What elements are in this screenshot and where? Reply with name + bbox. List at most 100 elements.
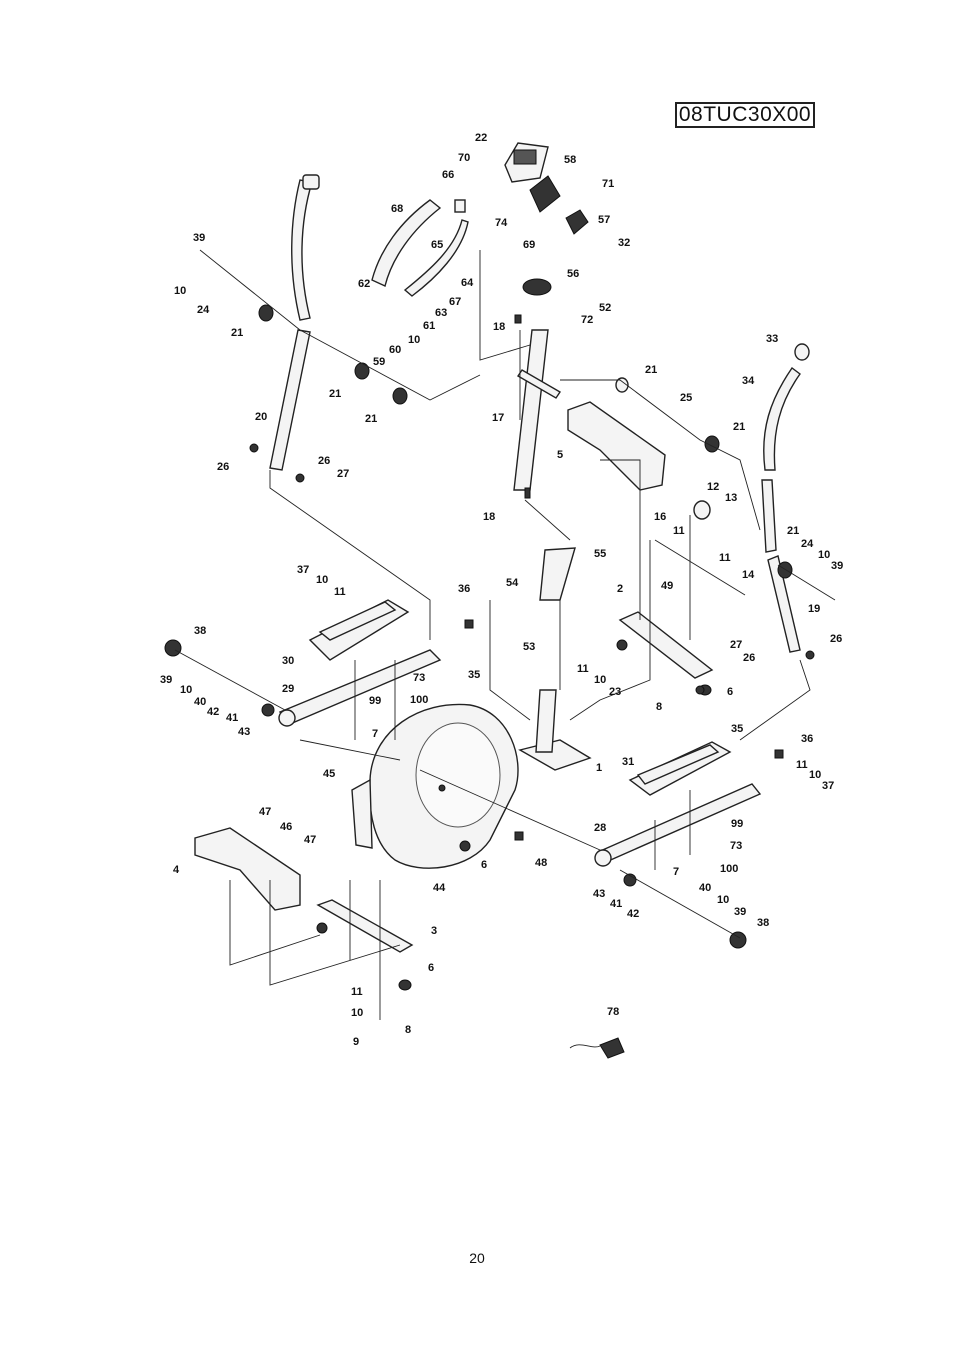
part-label: 13 (725, 492, 737, 504)
part-label: 19 (808, 603, 820, 615)
part-label: 12 (707, 481, 719, 493)
part-label: 26 (830, 633, 842, 645)
part-label: 11 (577, 663, 589, 675)
part-label: 72 (581, 314, 593, 326)
part-label: 7 (673, 866, 679, 878)
right-pedal (594, 741, 762, 949)
handlebar (371, 199, 469, 297)
front-stabilizer (316, 899, 414, 953)
part-label: 58 (564, 154, 576, 166)
part-label: 99 (731, 818, 743, 830)
part-label: 74 (495, 217, 508, 229)
part-label: 6 (481, 859, 487, 871)
part-label: 36 (801, 733, 813, 745)
part-label: 32 (618, 237, 630, 249)
part-label: 21 (231, 327, 243, 339)
part-label: 57 (598, 214, 610, 226)
part-label: 73 (730, 840, 742, 852)
part-label: 25 (680, 392, 692, 404)
part-label: 38 (757, 917, 769, 929)
part-label: 59 (373, 356, 385, 368)
part-label: 5 (557, 449, 563, 461)
part-label: 7 (372, 728, 378, 740)
part-label: 39 (160, 674, 172, 686)
left-arm (258, 174, 408, 471)
rear-shroud (567, 401, 666, 491)
part-label: 35 (468, 669, 480, 681)
neck (539, 547, 576, 601)
part-label: 47 (259, 806, 271, 818)
part-label: 66 (442, 169, 454, 181)
part-label: 37 (297, 564, 309, 576)
part-label: 43 (238, 726, 250, 738)
part-label: 26 (217, 461, 229, 473)
part-label: 100 (410, 694, 428, 706)
part-label: 68 (391, 203, 403, 215)
part-label: 10 (809, 769, 821, 781)
part-label: 69 (523, 239, 535, 251)
part-label: 22 (475, 132, 487, 144)
part-label: 67 (449, 296, 461, 308)
part-label: 41 (610, 898, 622, 910)
main-frame (518, 739, 592, 771)
part-label: 23 (609, 686, 621, 698)
part-label: 53 (523, 641, 535, 653)
part-label: 10 (818, 549, 830, 561)
part-label: 21 (787, 525, 799, 537)
part-label: 6 (727, 686, 733, 698)
part-label: 10 (316, 574, 328, 586)
upright-post (513, 278, 561, 491)
part-label: 42 (207, 706, 219, 718)
part-label: 100 (720, 863, 738, 875)
part-label: 60 (389, 344, 401, 356)
model-code-box: 08TUC30X00 (675, 102, 815, 128)
part-label: 11 (719, 552, 731, 564)
part-label: 55 (594, 548, 606, 560)
part-label: 9 (353, 1036, 359, 1048)
part-label: 8 (656, 701, 662, 713)
part-label: 18 (483, 511, 495, 523)
part-label: 39 (193, 232, 205, 244)
part-label: 52 (599, 302, 611, 314)
part-label: 10 (351, 1007, 363, 1019)
part-label: 4 (173, 864, 180, 876)
part-label: 42 (627, 908, 639, 920)
part-label: 21 (645, 364, 657, 376)
part-label: 71 (602, 178, 614, 190)
part-label: 43 (593, 888, 605, 900)
part-label: 48 (535, 857, 547, 869)
part-label: 31 (622, 756, 634, 768)
part-label: 73 (413, 672, 425, 684)
part-label: 40 (699, 882, 711, 894)
part-label: 49 (661, 580, 673, 592)
part-label: 70 (458, 152, 470, 164)
part-label: 28 (594, 822, 606, 834)
part-label: 18 (493, 321, 505, 333)
rear-stabilizer (618, 611, 714, 679)
part-label: 47 (304, 834, 316, 846)
part-label: 27 (337, 468, 349, 480)
part-label: 10 (594, 674, 606, 686)
part-label: 10 (174, 285, 186, 297)
part-label: 44 (433, 882, 446, 894)
part-label: 10 (180, 684, 192, 696)
part-label: 3 (431, 925, 437, 937)
part-label: 26 (743, 652, 755, 664)
part-label: 10 (408, 334, 420, 346)
part-label: 17 (492, 412, 504, 424)
part-label: 56 (567, 268, 579, 280)
part-label: 40 (194, 696, 206, 708)
part-label: 39 (831, 560, 843, 572)
part-label: 24 (197, 304, 210, 316)
part-label: 78 (607, 1006, 619, 1018)
part-label: 26 (318, 455, 330, 467)
front-shroud (194, 827, 301, 911)
part-label: 30 (282, 655, 294, 667)
part-label: 21 (365, 413, 377, 425)
part-label: 11 (673, 525, 685, 537)
hardware (249, 314, 815, 1059)
right-arm (615, 343, 810, 653)
part-label: 33 (766, 333, 778, 345)
part-label: 39 (734, 906, 746, 918)
part-label: 37 (822, 780, 834, 792)
